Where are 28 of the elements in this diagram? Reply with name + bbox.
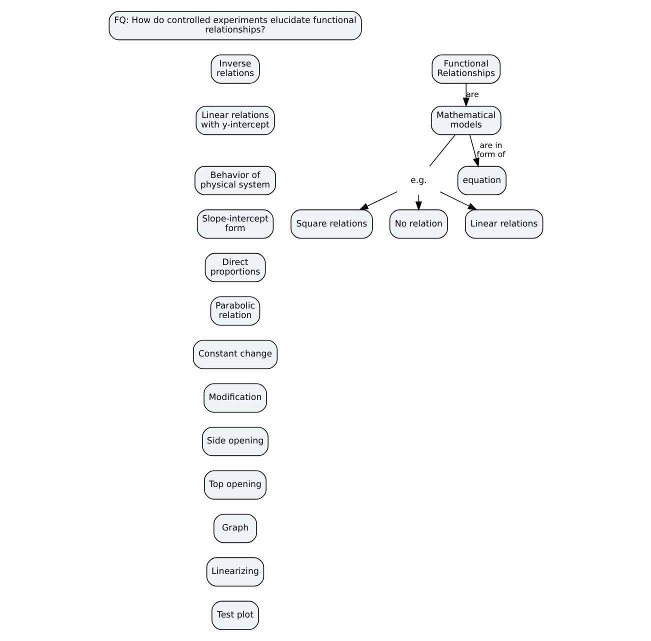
node-box: Behavior of physical system (194, 166, 276, 196)
node-box: Linear relations (464, 209, 543, 239)
edge-label: are (466, 90, 478, 99)
node-box: Linearizing (206, 557, 264, 587)
arrow (462, 83, 469, 108)
node-box: Test plot (211, 600, 258, 630)
arrow (468, 134, 479, 168)
node-box: Side opening (202, 426, 268, 456)
node-box: FQ: How do controlled experiments elucidate functional relationships? (108, 10, 362, 40)
arrow (439, 192, 477, 210)
node-box: equation (456, 166, 506, 196)
connector (428, 134, 456, 167)
node-box: Square relations (290, 209, 372, 239)
node-box: Direct proportions (204, 252, 266, 282)
node-box: Top opening (204, 470, 266, 500)
node-box: Slope-intercept form (196, 209, 274, 239)
arrow (358, 191, 398, 210)
node-box: Parabolic relation (210, 296, 260, 326)
node-box: No relation (388, 209, 448, 239)
node-box: Graph (213, 514, 257, 544)
node-box: Linear relations with y-intercept (195, 106, 274, 136)
node-box: Mathematical models (430, 106, 501, 136)
node-box: Modification (203, 383, 266, 413)
node-text: e.g. (410, 176, 426, 186)
node-box: Constant change (192, 340, 278, 370)
edge-label: are in form of (476, 141, 505, 159)
node-box: Inverse relations (210, 54, 260, 84)
node-box: Functional Relationships (431, 54, 500, 84)
